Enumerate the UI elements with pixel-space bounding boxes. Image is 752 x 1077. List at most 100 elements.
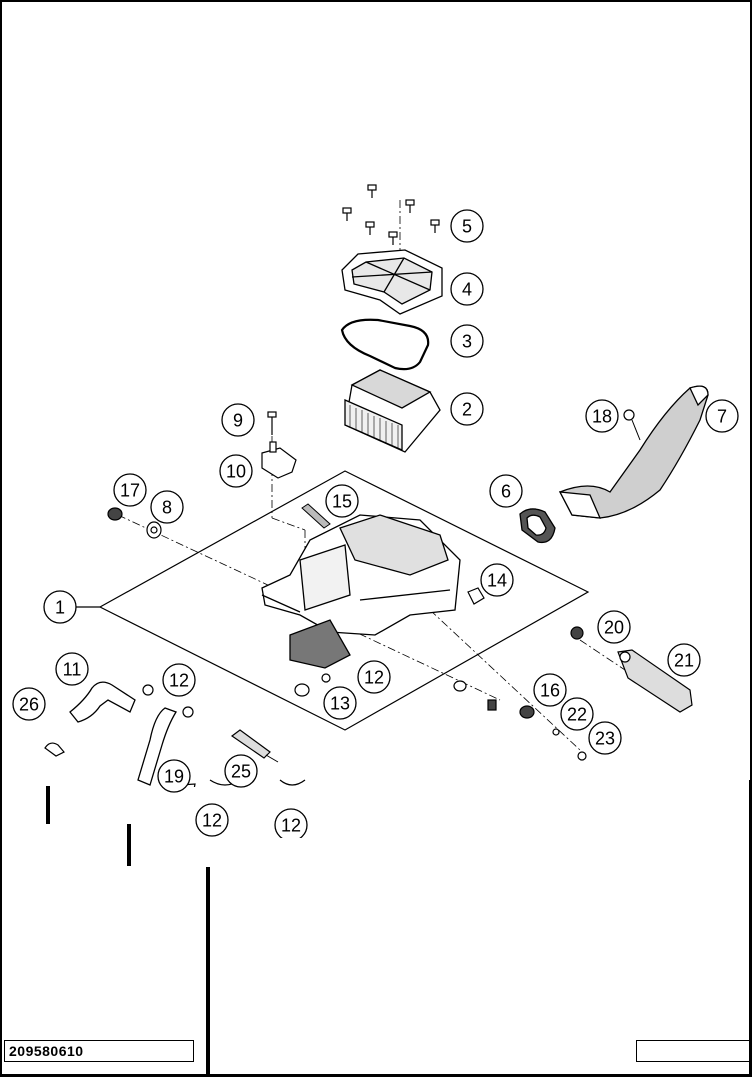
part-26-clip [44,742,65,757]
callout-c18: 18 [585,399,619,433]
callout-circle [162,663,196,697]
callout-c2: 2 [450,392,484,426]
separator-bar-2 [127,824,131,866]
callout-number: 3 [462,332,472,352]
callout-number: 20 [604,618,624,638]
callout-number: 7 [717,407,727,427]
part-22-washer [552,728,560,736]
callout-number: 4 [462,280,472,300]
callout-circle [450,209,484,243]
part-25-tube [230,729,271,759]
callout-number: 17 [120,481,140,501]
empty-info-box [636,1040,750,1062]
part-20-nut [570,626,584,640]
part-10-sensor [261,441,297,479]
callout-number: 23 [595,729,615,749]
callout-c23: 23 [588,721,622,755]
callout-number: 6 [501,482,511,502]
callout-number: 26 [19,695,39,715]
part-4-filter-cover [341,249,443,315]
callout-c9: 9 [221,403,255,437]
callout-c12c: 12 [195,803,229,837]
callout-circle [588,721,622,755]
callout-circle [560,697,594,731]
callout-circle [274,808,308,838]
callout-c14: 14 [480,563,514,597]
callout-circle [12,687,46,721]
callout-c16: 16 [533,673,567,707]
part-2-air-filter [344,369,441,453]
callout-circle [224,754,258,788]
callout-number: 12 [364,668,384,688]
callout-c12a: 12 [162,663,196,697]
separator-bar-vertical [206,867,210,1077]
callout-number: 11 [63,660,82,680]
part-17-screw [107,507,123,521]
cover-band-1 [2,787,750,822]
callout-c6: 6 [489,474,523,508]
callout-circle [489,474,523,508]
callout-c20: 20 [597,610,631,644]
part-18-nut [623,409,635,421]
callout-c5: 5 [450,209,484,243]
part-16-grommet [519,705,535,719]
part-13-plug [294,683,310,697]
part-6-seal [519,508,556,544]
separator-bar-1 [46,786,50,824]
part-11-hose [69,681,136,723]
callout-circle [113,473,147,507]
partial-arc-2 [279,779,306,786]
cover-band-2 [2,822,750,838]
part-8-grommet [146,521,162,539]
callout-circle [357,660,391,694]
callout-number: 8 [162,498,172,518]
callout-c13: 13 [323,686,357,720]
callout-c17: 17 [113,473,147,507]
callout-circle [195,803,229,837]
part-21-bracket [617,649,693,713]
callout-c8: 8 [150,490,184,524]
callout-c19: 19 [157,759,191,793]
callout-c7: 7 [705,399,739,433]
callout-circle [585,399,619,433]
callout-c10: 10 [219,454,253,488]
callout-number: 12 [202,811,222,831]
callout-circle [325,484,359,518]
callout-circle [55,652,89,686]
callout-number: 25 [231,762,251,782]
callout-number: 15 [332,492,352,512]
part-25-line [265,754,279,763]
callout-circle [667,643,701,677]
callout-c25: 25 [224,754,258,788]
callout-circle [43,590,77,624]
part-7-intake-duct [558,385,709,519]
callout-circle [157,759,191,793]
part-19-hose [137,707,177,786]
part-12-clamp [142,673,331,718]
callout-c15: 15 [325,484,359,518]
callout-circle [323,686,357,720]
callout-circle [597,610,631,644]
callout-number: 22 [567,705,587,725]
callout-number: 14 [487,571,507,591]
callout-circle [219,454,253,488]
callout-number: 5 [462,217,472,237]
callout-c26: 26 [12,687,46,721]
callout-c3: 3 [450,324,484,358]
part-9-bolt [267,411,277,435]
callout-number: 12 [281,816,301,836]
callout-circle [450,324,484,358]
callout-number: 21 [674,651,694,671]
callout-number: 9 [233,411,243,431]
assembly-outline [98,470,590,731]
callout-number: 10 [226,462,246,482]
callout-c21: 21 [667,643,701,677]
callout-circle [450,272,484,306]
callout-circle [450,392,484,426]
document-number: 209580610 [4,1040,194,1062]
part-1-airbox [261,514,461,669]
callout-c11: 11 [55,652,89,686]
part-3-gasket [340,318,430,371]
callout-number: 16 [540,681,560,701]
